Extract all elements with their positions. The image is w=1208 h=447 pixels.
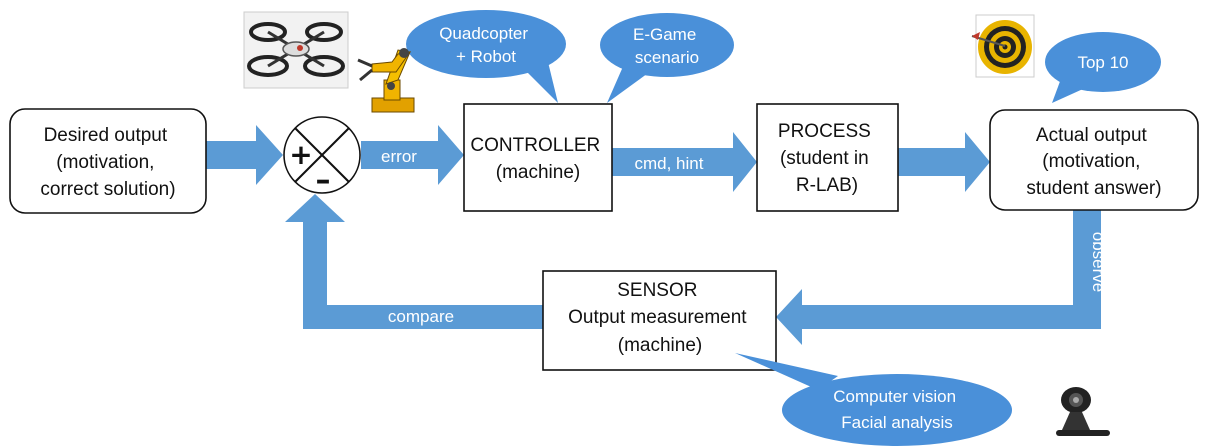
desired-output-line: correct solution) <box>40 179 175 200</box>
svg-text:E-Game scenario: E-Game scenario <box>633 25 701 67</box>
arrow-compare <box>285 194 543 329</box>
webcam-icon <box>1056 387 1110 436</box>
edge-label-cmd-hint: cmd, hint <box>635 154 704 173</box>
callout-line: + Robot <box>456 47 516 66</box>
controller-line: CONTROLLER <box>470 135 600 156</box>
edge-label-compare: compare <box>388 307 454 326</box>
process-line: R-LAB) <box>796 175 858 196</box>
sensor-line: (machine) <box>618 335 702 356</box>
edge-label-error: error <box>381 147 417 166</box>
callout-egame: E-Game scenario <box>600 13 734 103</box>
comparator: + – <box>283 116 361 198</box>
sensor-line: SENSOR <box>617 280 697 301</box>
robot-arm-icon <box>357 48 415 113</box>
desired-output-line: (motivation, <box>56 152 154 173</box>
svg-text:PROCESS (student in R-: PROCESS (student in R-LAB) <box>778 121 876 196</box>
arrow-error <box>361 125 464 185</box>
arrow-process-to-actual <box>898 132 990 192</box>
actual-output-line: (motivation, <box>1042 151 1140 172</box>
quadcopter-icon <box>243 11 349 89</box>
callout-line: Facial analysis <box>841 413 953 432</box>
edge-label-observe: observe <box>1089 232 1108 292</box>
actual-output-line: Actual output <box>1036 125 1148 146</box>
comparator-plus: + <box>289 138 312 171</box>
arrow-desired-to-comparator <box>206 125 283 185</box>
process-box <box>756 103 899 212</box>
svg-text:SENSOR Output measurement: SENSOR Output measurement (machine) <box>568 280 752 356</box>
actual-output-line: student answer) <box>1026 178 1161 199</box>
controller-box <box>463 103 613 212</box>
arrow-observe <box>776 210 1101 345</box>
svg-text:Desired output (motivation: Desired output (motivation, correct solu… <box>40 125 175 200</box>
callout-top10: Top 10 <box>1045 32 1161 103</box>
arrow-cmd-hint <box>612 132 757 192</box>
dartboard-icon <box>971 14 1035 78</box>
desired-output-line: Desired output <box>44 125 168 146</box>
sensor-line: Output measurement <box>568 307 747 328</box>
callout-line: Computer vision <box>833 387 956 406</box>
svg-text:CONTROLLER (machine): CONTROLLER (machine) <box>470 135 605 183</box>
callout-line: Top 10 <box>1077 53 1128 72</box>
process-line: PROCESS <box>778 121 871 142</box>
svg-text:Top 10: Top 10 <box>1077 53 1128 72</box>
comparator-minus: – <box>316 163 331 198</box>
desired-output-box <box>9 108 207 214</box>
svg-text:Computer vision Facial a: Computer vision Facial analysis <box>833 387 961 432</box>
svg-text:Actual output (motivation,: Actual output (motivation, student answe… <box>1026 125 1161 199</box>
callout-vision: Computer vision Facial analysis <box>735 353 1012 446</box>
callout-line: scenario <box>635 48 699 67</box>
callout-line: Quadcopter <box>439 24 528 43</box>
actual-output-box <box>989 109 1199 211</box>
arrows <box>206 125 1101 345</box>
callout-quadcopter: Quadcopter + Robot <box>406 10 566 103</box>
process-line: (student in <box>780 148 869 169</box>
controller-line: (machine) <box>496 162 580 183</box>
svg-text:Quadcopter + Robot: Quadcopter + Robot <box>439 24 533 66</box>
callout-line: E-Game <box>633 25 696 44</box>
